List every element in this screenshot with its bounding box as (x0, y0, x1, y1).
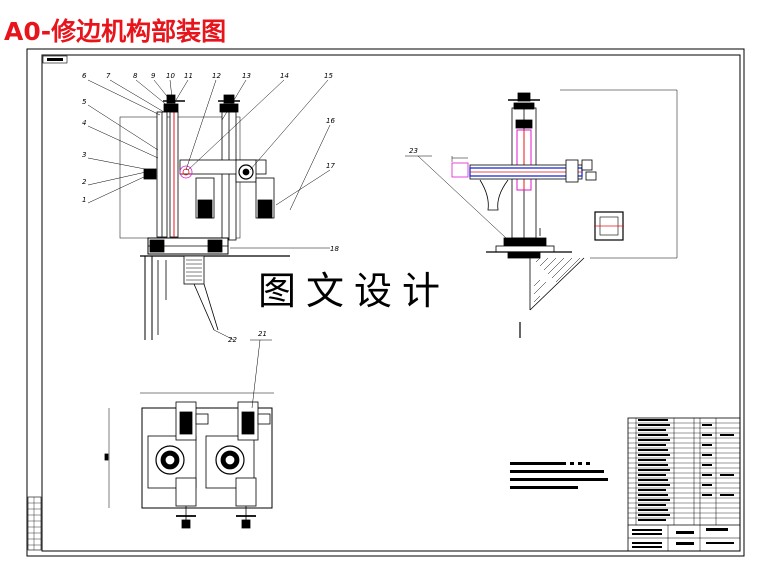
bom-text-blocks (632, 419, 734, 548)
top-view (104, 339, 274, 529)
part-label-3: 3 (82, 151, 86, 159)
side-view (405, 89, 678, 338)
part-label-15: 15 (324, 72, 333, 80)
technical-notes (510, 462, 608, 489)
drawing-title: A0-修边机构部装图 (4, 17, 227, 46)
part-label-9: 9 (151, 72, 156, 80)
part-label-5: 5 (82, 98, 87, 106)
left-strip (27, 496, 42, 551)
bom-rows (628, 422, 740, 519)
part-label-4: 4 (82, 119, 86, 127)
part-label-1: 1 (82, 196, 86, 204)
part-label-8: 8 (133, 72, 138, 80)
part-label-23: 23 (409, 147, 418, 155)
drawing-number-box (42, 55, 68, 64)
part-label-12: 12 (212, 72, 221, 80)
part-label-2: 2 (82, 178, 87, 186)
title-block (627, 417, 741, 552)
part-label-7: 7 (106, 72, 111, 80)
part-label-10: 10 (166, 72, 175, 80)
part-label-21: 21 (258, 330, 267, 338)
sheet-border (26, 48, 745, 557)
part-label-11: 11 (184, 72, 193, 80)
part-label-22: 22 (228, 336, 237, 344)
watermark-text: 图文设计 (258, 269, 450, 313)
front-view (87, 79, 331, 341)
part-label-16: 16 (326, 117, 335, 125)
part-label-13: 13 (242, 72, 251, 80)
part-label-17: 17 (326, 162, 335, 170)
part-label-14: 14 (280, 72, 289, 80)
part-labels: 6 7 8 9 10 11 12 13 14 15 5 4 3 2 1 16 1… (82, 72, 418, 344)
inner-frame (41, 54, 741, 552)
part-label-18: 18 (330, 245, 339, 253)
part-label-6: 6 (82, 72, 87, 80)
